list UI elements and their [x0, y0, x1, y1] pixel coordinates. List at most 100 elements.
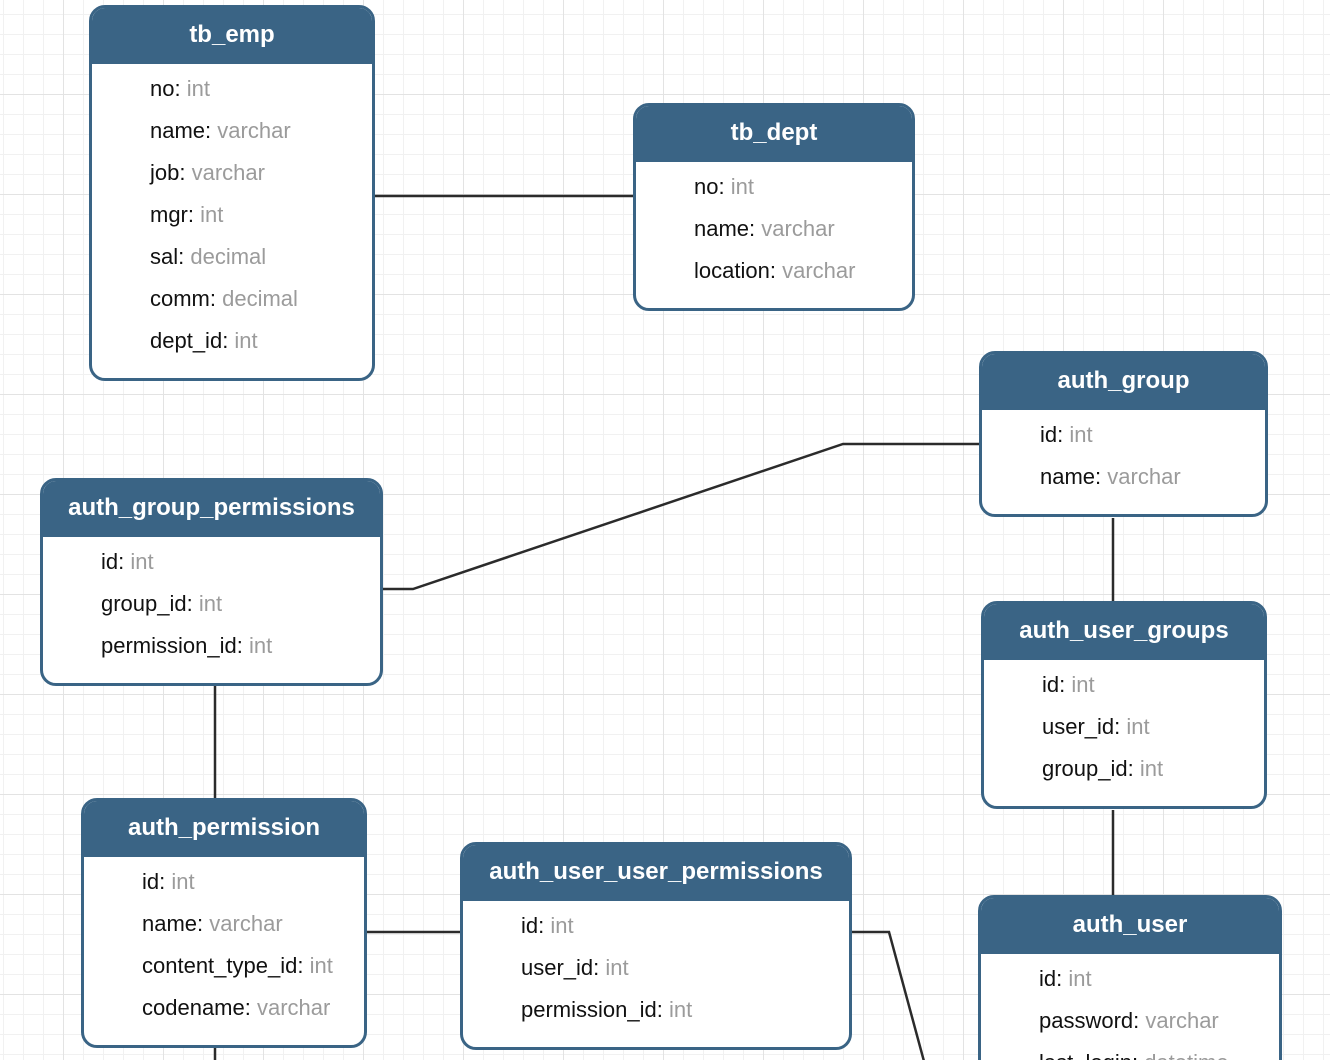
field-name: location [694, 258, 770, 283]
field-name: comm [150, 286, 210, 311]
field-type: int [1069, 422, 1093, 447]
relationship-line-auth_group_permissions-auth_group[interactable] [381, 442, 981, 591]
field-colon: : [187, 202, 201, 227]
field-row-auth_user-password[interactable]: password: varchar [1039, 1000, 1269, 1042]
field-type: varchar [191, 160, 265, 185]
field-type: int [309, 953, 333, 978]
field-type: varchar [1107, 464, 1181, 489]
field-type: int [171, 869, 195, 894]
field-colon: : [159, 869, 172, 894]
field-row-auth_user_groups-user_id[interactable]: user_id: int [1042, 706, 1254, 748]
table-title-auth_user_groups[interactable]: auth_user_groups [984, 604, 1264, 660]
field-colon: : [749, 216, 762, 241]
field-name: name [1040, 464, 1096, 489]
field-row-tb_emp-comm[interactable]: comm: decimal [150, 278, 362, 320]
field-colon: : [174, 76, 187, 101]
field-type: int [730, 174, 754, 199]
table-title-tb_dept[interactable]: tb_dept [636, 106, 912, 162]
field-type: decimal [190, 244, 267, 269]
field-name: dept_id [150, 328, 223, 353]
field-row-auth_user-last_login[interactable]: last_login: datetime [1039, 1042, 1269, 1060]
field-colon: : [209, 286, 223, 311]
field-name: id [101, 549, 119, 574]
field-row-auth_user_groups-id[interactable]: id: int [1042, 664, 1254, 706]
field-colon: : [1056, 966, 1069, 991]
field-row-auth_user_user_permissions-permission_id[interactable]: permission_id: int [521, 989, 839, 1031]
field-colon: : [656, 997, 669, 1022]
field-colon: : [222, 328, 235, 353]
field-colon: : [718, 174, 731, 199]
field-colon: : [197, 911, 210, 936]
field-type: int [668, 997, 693, 1022]
field-row-auth_permission-codename[interactable]: codename: varchar [142, 987, 354, 1029]
field-row-auth_user_groups-group_id[interactable]: group_id: int [1042, 748, 1254, 790]
table-title-auth_group_permissions[interactable]: auth_group_permissions [43, 481, 380, 537]
field-type: varchar [217, 118, 291, 143]
field-name: mgr [150, 202, 188, 227]
field-row-tb_dept-no[interactable]: no: int [694, 166, 902, 208]
field-type: int [234, 328, 258, 353]
field-row-tb_emp-no[interactable]: no: int [150, 68, 362, 110]
table-title-tb_emp[interactable]: tb_emp [92, 8, 372, 64]
field-type: int [130, 549, 154, 574]
field-row-tb_dept-location[interactable]: location: varchar [694, 250, 902, 292]
field-colon: : [118, 549, 131, 574]
field-row-auth_permission-name[interactable]: name: varchar [142, 903, 354, 945]
table-title-auth_group[interactable]: auth_group [982, 354, 1265, 410]
field-type: int [550, 913, 574, 938]
field-row-auth_group-name[interactable]: name: varchar [1040, 456, 1255, 498]
field-name: user_id [1042, 714, 1115, 739]
field-type: int [200, 202, 224, 227]
field-type: int [1068, 966, 1092, 991]
table-title-auth_permission[interactable]: auth_permission [84, 801, 364, 857]
field-row-tb_emp-sal[interactable]: sal: decimal [150, 236, 362, 278]
field-colon: : [1132, 1050, 1144, 1060]
field-colon: : [244, 995, 257, 1020]
field-row-tb_emp-name[interactable]: name: varchar [150, 110, 362, 152]
field-row-tb_emp-mgr[interactable]: mgr: int [150, 194, 362, 236]
field-row-tb_emp-job[interactable]: job: varchar [150, 152, 362, 194]
field-name: name [142, 911, 198, 936]
field-type: int [1071, 672, 1095, 697]
field-name: permission_id [101, 633, 237, 658]
field-name: job [150, 160, 180, 185]
field-row-tb_dept-name[interactable]: name: varchar [694, 208, 902, 250]
field-type: varchar [256, 995, 331, 1020]
field-row-auth_user_user_permissions-user_id[interactable]: user_id: int [521, 947, 839, 989]
field-name: group_id [101, 591, 187, 616]
field-row-auth_permission-content_type_id[interactable]: content_type_id: int [142, 945, 354, 987]
field-row-auth_group_permissions-group_id[interactable]: group_id: int [101, 583, 370, 625]
field-row-auth_group-id[interactable]: id: int [1040, 414, 1255, 456]
table-title-auth_user_user_permissions[interactable]: auth_user_user_permissions [463, 845, 849, 901]
field-colon: : [178, 244, 191, 269]
field-name: group_id [1042, 756, 1128, 781]
field-type: varchar [782, 258, 856, 283]
field-row-auth_user-id[interactable]: id: int [1039, 958, 1269, 1000]
field-type: datetime [1144, 1050, 1228, 1060]
field-colon: : [236, 633, 249, 658]
field-colon: : [186, 591, 199, 616]
field-row-auth_permission-id[interactable]: id: int [142, 861, 354, 903]
table-title-auth_user[interactable]: auth_user [981, 898, 1279, 954]
field-row-auth_group_permissions-id[interactable]: id: int [101, 541, 370, 583]
field-type: varchar [761, 216, 835, 241]
field-row-auth_group_permissions-permission_id[interactable]: permission_id: int [101, 625, 370, 667]
field-row-tb_emp-dept_id[interactable]: dept_id: int [150, 320, 362, 362]
relationship-line-auth_user_user_permissions-offscreen-bottom[interactable] [850, 930, 925, 1060]
field-row-auth_user_user_permissions-id[interactable]: id: int [521, 905, 839, 947]
field-colon: : [1127, 756, 1140, 781]
field-type: varchar [209, 911, 283, 936]
